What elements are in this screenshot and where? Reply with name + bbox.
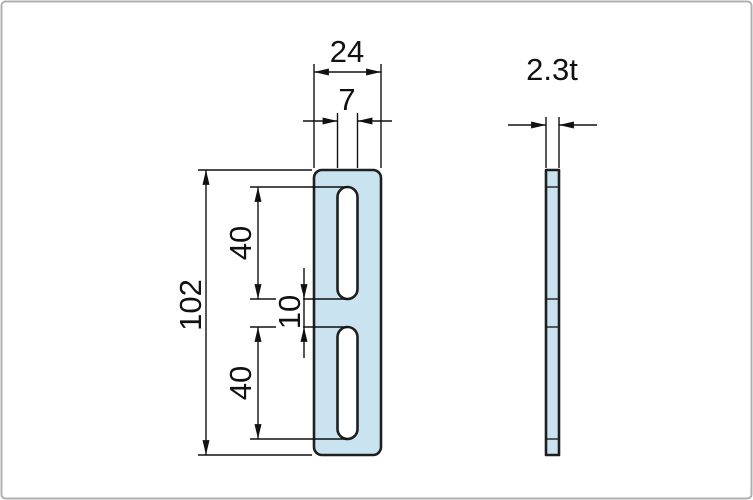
dimension-thickness: 2.3t — [508, 52, 597, 168]
height-dimension-label: 102 — [173, 279, 208, 331]
thickness-dimension-label: 2.3t — [526, 52, 578, 87]
side-view — [544, 168, 561, 457]
plate-front-outline — [312, 168, 383, 457]
front-view — [312, 168, 383, 457]
dimension-width: 24 — [313, 34, 382, 168]
label-backing — [276, 293, 303, 331]
slot-gap-label: 10 — [272, 295, 307, 329]
lower-slot-length-label: 40 — [223, 366, 258, 400]
lower-slot — [336, 325, 359, 441]
plate-side-outline — [544, 168, 561, 457]
dimension-slot-width: 7 — [303, 82, 392, 168]
upper-slot-length-label: 40 — [223, 226, 258, 260]
dimension-lower-slot-length: 40 — [223, 327, 348, 440]
slot-width-dimension-label: 7 — [338, 82, 355, 117]
upper-slot — [336, 185, 359, 301]
dimension-height: 102 — [173, 169, 312, 456]
dimension-slot-gap: 10 — [250, 268, 348, 358]
width-dimension-label: 24 — [330, 34, 364, 69]
